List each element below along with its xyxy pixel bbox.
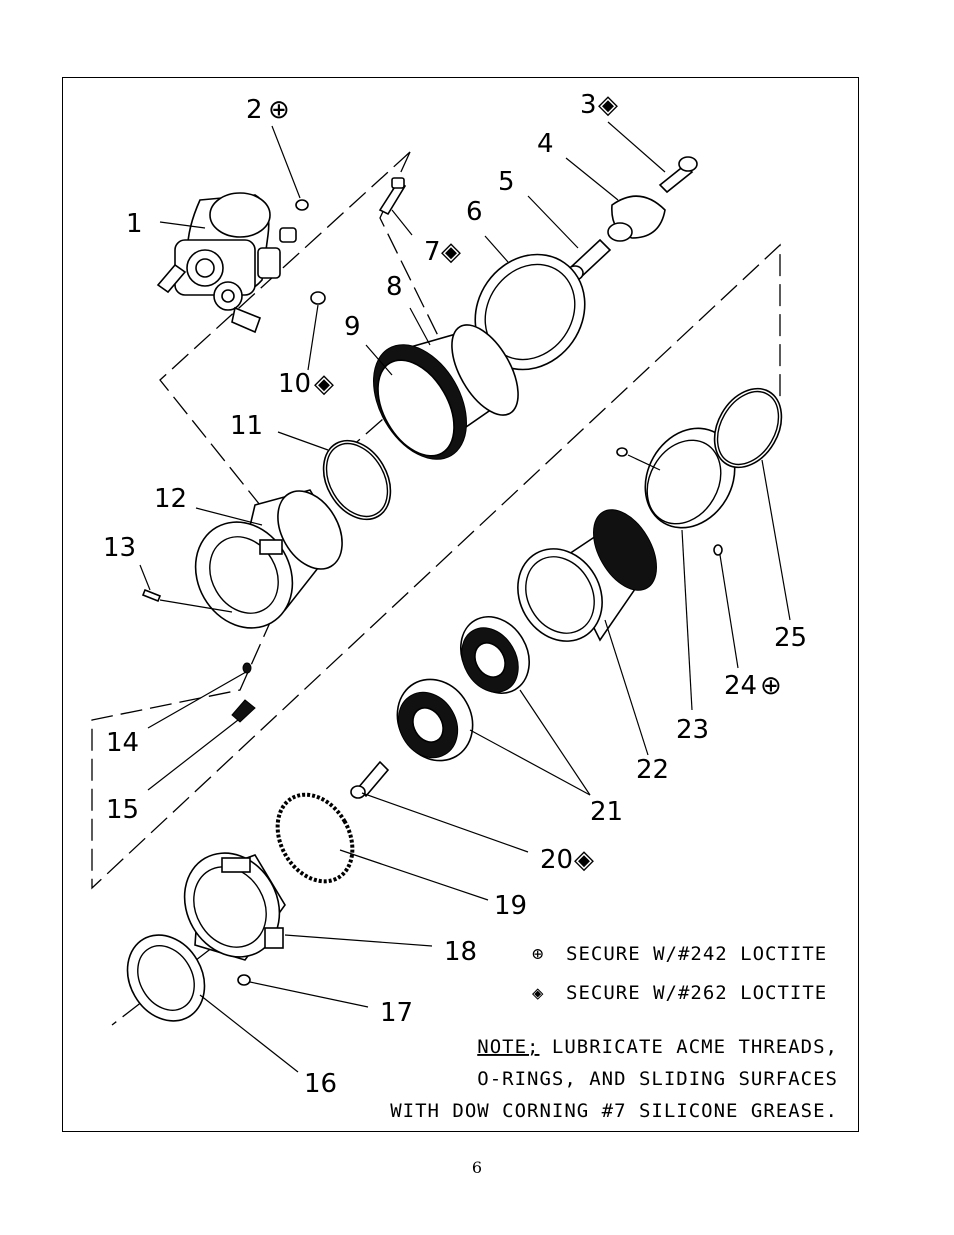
- legend-symbol-262: ◈: [532, 982, 544, 1004]
- part-11-o-ring: [322, 439, 392, 521]
- part-8-9-threaded-body: [373, 324, 519, 460]
- callout-5: 5: [498, 167, 515, 197]
- legend-text-242: SECURE W/#242 LOCTITE: [566, 943, 827, 965]
- callout-9: 9: [344, 312, 361, 342]
- lubrication-note: NOTE; LUBRICATE ACME THREADS, O-RINGS, A…: [390, 1036, 838, 1122]
- part-13-pin: [141, 588, 162, 603]
- part-10-screw: [310, 291, 326, 305]
- part-12-housing: [194, 489, 343, 629]
- part-24-screws: [616, 447, 723, 556]
- legend-symbol-242: ⊕: [532, 943, 544, 965]
- callout-2: 2: [246, 95, 263, 125]
- part-16-washer: [126, 934, 206, 1022]
- callout-1: 1: [126, 209, 143, 239]
- callout-16: 16: [304, 1069, 337, 1099]
- callout-7: 7: [424, 237, 441, 267]
- callout-23: 23: [676, 715, 709, 745]
- part-18-coupling-nut: [183, 852, 286, 961]
- part-4-cap: [607, 195, 666, 242]
- part-14-spring: [242, 662, 252, 674]
- callout-21: 21: [590, 797, 623, 827]
- callout-12: 12: [154, 484, 187, 514]
- note-line-3: WITH DOW CORNING #7 SILICONE GREASE.: [390, 1100, 838, 1122]
- callout-20: 20: [540, 845, 573, 875]
- note-label: NOTE;: [477, 1036, 539, 1058]
- part-25-o-ring: [713, 387, 783, 469]
- callout-18: 18: [444, 937, 477, 967]
- part-3-pin: [658, 156, 698, 194]
- callout-3: 3: [580, 90, 597, 120]
- callout-4: 4: [537, 129, 554, 159]
- loctite-262-symbol: ◈: [598, 90, 618, 120]
- part-20-bolt: [350, 760, 390, 799]
- loctite-262-symbol: ◈: [574, 845, 594, 875]
- part-1-valve-assembly: [156, 192, 297, 334]
- part-2-screw: [295, 199, 309, 211]
- part-17-screw: [237, 974, 251, 986]
- loctite-242-symbol: ⊕: [760, 671, 782, 701]
- part-19-bead-ring: [275, 792, 355, 884]
- callout-8: 8: [386, 272, 403, 302]
- callout-13: 13: [103, 533, 136, 563]
- note-line-2: O-RINGS, AND SLIDING SURFACES: [477, 1068, 838, 1090]
- callout-11: 11: [230, 411, 263, 441]
- part-7-fitting: [378, 177, 407, 216]
- loctite-262-symbol: ◈: [314, 369, 334, 399]
- callout-19: 19: [494, 891, 527, 921]
- leader-lines: [139, 121, 791, 1073]
- callout-17: 17: [380, 998, 413, 1028]
- legend: ⊕ SECURE W/#242 LOCTITE ◈ SECURE W/#262 …: [532, 943, 827, 1004]
- part-15-latch: [231, 699, 256, 723]
- loctite-262-symbol: ◈: [441, 237, 461, 267]
- legend-text-262: SECURE W/#262 LOCTITE: [566, 982, 827, 1004]
- callout-6: 6: [466, 197, 483, 227]
- part-22-inner-cylinder: [517, 509, 657, 642]
- part-21-filter-discs: [396, 616, 530, 762]
- callout-14: 14: [106, 728, 139, 758]
- drawing-frame: [62, 77, 859, 1132]
- page-number: 6: [471, 1158, 483, 1177]
- callout-labels: 1 2 ⊕ 3 ◈ 4 5 6 7 ◈ 8 9 10 ◈ 11 12 13 14…: [103, 90, 807, 1099]
- callout-15: 15: [106, 795, 139, 825]
- callout-25: 25: [774, 623, 807, 653]
- loctite-242-symbol: ⊕: [268, 95, 290, 125]
- callout-22: 22: [636, 755, 669, 785]
- note-line-1-text: LUBRICATE ACME THREADS,: [539, 1036, 838, 1058]
- callout-10: 10: [278, 369, 311, 399]
- note-line-1: NOTE; LUBRICATE ACME THREADS,: [477, 1036, 838, 1058]
- callout-24: 24: [724, 671, 757, 701]
